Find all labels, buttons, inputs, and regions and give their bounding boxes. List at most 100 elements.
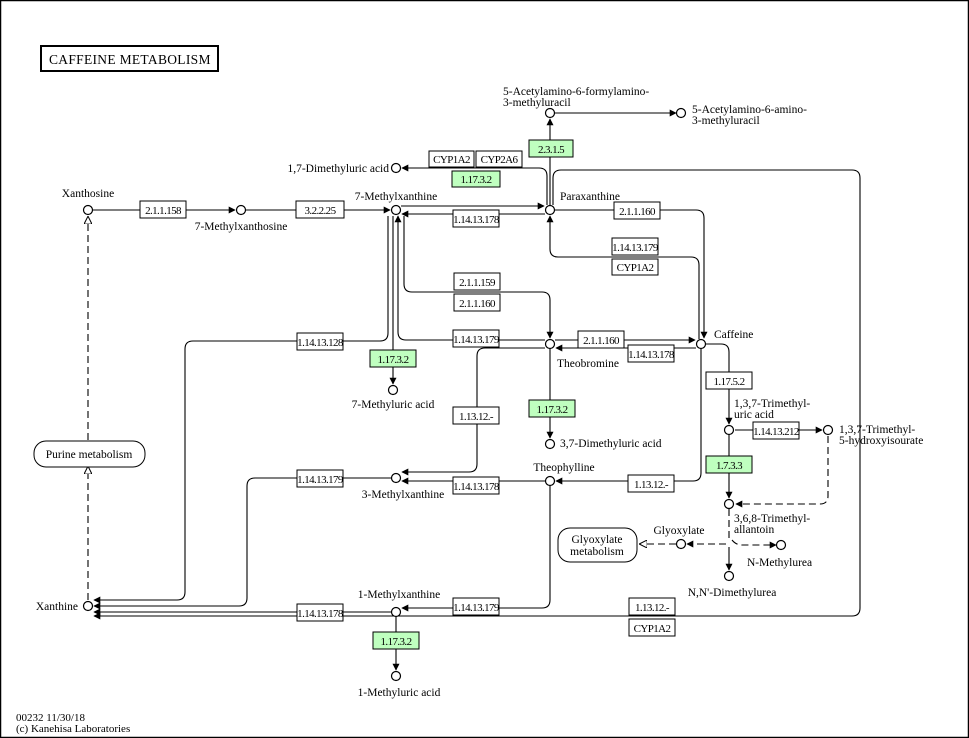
enzyme-label: 1.7.3.3 xyxy=(716,460,743,472)
compound-node-circle[interactable] xyxy=(387,384,399,396)
enzyme-box-1-14-13-178[interactable]: 1.14.13.178 xyxy=(452,209,501,228)
enzyme-label: 2.1.1.159 xyxy=(459,277,496,289)
compound-theobromine[interactable]: Theobromine xyxy=(544,338,619,371)
enzyme-box-1-14-13-178[interactable]: 1.14.13.178 xyxy=(296,603,345,622)
compound-1-methylxanthine[interactable]: 1-Methylxanthine xyxy=(358,589,440,618)
compound-node-circle[interactable] xyxy=(723,570,735,582)
compound-node-circle[interactable] xyxy=(675,538,687,550)
map-link-purine-metabolism[interactable]: Purine metabolism xyxy=(33,440,146,468)
enzyme-box-rect xyxy=(295,200,345,219)
compound-node-circle[interactable] xyxy=(82,600,94,612)
enzyme-box-2-3-1-5[interactable]: 2.3.1.5 xyxy=(528,139,574,158)
compound-3-7-dimethyluric-acid[interactable]: 3,7-Dimethyluric acid xyxy=(544,438,662,450)
compound-node-circle[interactable] xyxy=(544,475,556,487)
enzyme-box-1-14-13-179[interactable]: 1.14.13.179 xyxy=(452,597,501,616)
compound-node-circle[interactable] xyxy=(390,162,402,174)
compound-label: allantoin xyxy=(734,524,774,536)
compound-node-circle[interactable] xyxy=(723,424,735,436)
enzyme-box-2-1-1-158[interactable]: 2.1.1.158 xyxy=(139,200,187,219)
compound-node-circle[interactable] xyxy=(82,204,94,216)
compound-node-circle[interactable] xyxy=(544,204,556,216)
compound-7-methyluric-acid[interactable]: 7-Methyluric acid xyxy=(352,384,435,412)
compound-label: 7-Methylxanthine xyxy=(355,191,437,203)
compound-node-circle[interactable] xyxy=(544,338,556,350)
enzyme-box-cyp2a6[interactable]: CYP2A6 xyxy=(475,150,523,168)
compound-1-methyluric-acid[interactable]: 1-Methyluric acid xyxy=(358,670,441,700)
compound-theophylline[interactable]: Theophylline xyxy=(533,462,595,487)
enzyme-box-3-2-2-25[interactable]: 3.2.2.25 xyxy=(295,200,345,219)
enzyme-label: CYP1A2 xyxy=(617,262,654,274)
copyright: (c) Kanehisa Laboratories xyxy=(16,723,130,735)
enzyme-box-1-14-13-179[interactable]: 1.14.13.179 xyxy=(452,329,501,348)
enzyme-box-1-13-12-[interactable]: 1.13.12.- xyxy=(627,474,675,493)
compound-3-methylxanthine[interactable]: 3-Methylxanthine xyxy=(362,472,444,502)
enzyme-box-1-14-13-128[interactable]: 1.14.13.128 xyxy=(296,332,345,351)
compound-7-methylxanthosine[interactable]: 7-Methylxanthosine xyxy=(195,204,288,234)
compound-node-circle[interactable] xyxy=(822,424,834,436)
compound-label: Paraxanthine xyxy=(560,191,620,203)
enzyme-label: 1.14.13.179 xyxy=(612,242,659,254)
enzyme-box-1-7-3-3[interactable]: 1.7.3.3 xyxy=(705,455,753,474)
enzyme-label: 1.14.13.178 xyxy=(453,214,500,226)
compound-5-acetylamino-6-amino-3-methyluracil[interactable]: 5-Acetylamino-6-amino-3-methyluracil xyxy=(675,104,808,127)
map-link-label: Purine metabolism xyxy=(46,449,133,461)
edge-7-methylxanthine-theobromine xyxy=(403,216,554,339)
enzyme-box-1-14-13-178[interactable]: 1.14.13.178 xyxy=(452,476,501,495)
enzyme-label: 1.17.3.2 xyxy=(461,174,492,186)
enzyme-box-cyp1a2[interactable]: CYP1A2 xyxy=(611,258,659,276)
compound-caffeine[interactable]: Caffeine xyxy=(695,329,754,350)
enzyme-label: 2.1.1.158 xyxy=(145,205,182,217)
enzyme-box-2-1-1-160[interactable]: 2.1.1.160 xyxy=(613,201,661,220)
enzyme-box-2-1-1-160[interactable]: 2.1.1.160 xyxy=(577,330,625,349)
enzyme-box-1-14-13-212[interactable]: 1.14.13.212 xyxy=(752,421,800,440)
enzyme-box-1-17-3-2[interactable]: 1.17.3.2 xyxy=(372,631,420,650)
map-id-date: 00232 11/30/18 xyxy=(16,712,85,724)
compound-node-circle[interactable] xyxy=(695,338,707,350)
compound-node-circle[interactable] xyxy=(544,438,556,450)
enzyme-box-2-1-1-159[interactable]: 2.1.1.159 xyxy=(453,272,501,291)
enzyme-box-2-1-1-160[interactable]: 2.1.1.160 xyxy=(453,293,501,312)
compound-node-circle[interactable] xyxy=(390,472,402,484)
compound-n-n-dimethylurea[interactable]: N,N'-Dimethylurea xyxy=(688,570,777,600)
compound-node-circle[interactable] xyxy=(390,670,402,682)
enzyme-box-1-17-3-2[interactable]: 1.17.3.2 xyxy=(451,170,501,188)
edge-paraxanthine-1-7-dimethyluric-acid xyxy=(401,164,548,205)
compound-5-acetylamino-6-formylamino-3-methyluracil[interactable]: 5-Acetylamino-6-formylamino-3-methylurac… xyxy=(503,86,649,119)
enzyme-box-1-14-13-179[interactable]: 1.14.13.179 xyxy=(296,469,345,488)
enzyme-box-1-13-12-[interactable]: 1.13.12.- xyxy=(628,597,676,616)
compound-paraxanthine[interactable]: Paraxanthine xyxy=(544,191,621,216)
enzyme-label: 1.14.13.179 xyxy=(297,474,344,486)
compound-label: Theophylline xyxy=(533,462,594,474)
compound-xanthine[interactable]: Xanthine xyxy=(36,600,94,613)
enzyme-box-1-17-3-2[interactable]: 1.17.3.2 xyxy=(369,349,417,368)
compound-1-7-dimethyluric-acid[interactable]: 1,7-Dimethyluric acid xyxy=(287,162,402,175)
compound-xanthosine[interactable]: Xanthosine xyxy=(62,188,114,216)
enzyme-box-cyp1a2[interactable]: CYP1A2 xyxy=(428,150,475,168)
edge-caffeine-loop xyxy=(93,169,861,620)
enzyme-box-1-13-12-[interactable]: 1.13.12.- xyxy=(452,406,500,425)
compound-node-circle[interactable] xyxy=(390,204,402,216)
enzyme-label: 1.14.13.212 xyxy=(753,426,799,438)
compound-node-circle[interactable] xyxy=(775,539,787,551)
compound-3-6-8-trimethylallantoin[interactable]: 3,6,8-Trimethyl-allantoin xyxy=(723,498,811,537)
compound-glyoxylate[interactable]: Glyoxylate xyxy=(653,525,705,550)
compound-node-circle[interactable] xyxy=(675,107,687,119)
enzyme-box-cyp1a2[interactable]: CYP1A2 xyxy=(628,618,676,637)
enzyme-box-1-14-13-178[interactable]: 1.14.13.178 xyxy=(627,344,676,363)
enzyme-box-rect xyxy=(577,330,625,349)
compound-node-circle[interactable] xyxy=(235,204,247,216)
map-link-glyoxylate-metabolism[interactable]: Glyoxylate metabolism xyxy=(557,527,638,563)
enzyme-box-1-17-5-2[interactable]: 1.17.5.2 xyxy=(705,371,753,390)
enzyme-box-1-14-13-179[interactable]: 1.14.13.179 xyxy=(611,237,660,256)
compound-node-circle[interactable] xyxy=(390,606,402,618)
compound-node-circle[interactable] xyxy=(544,107,556,119)
compound-1-3-7-trimethyluric-acid[interactable]: 1,3,7-Trimethyl-uric acid xyxy=(723,398,811,436)
compound-node-circle[interactable] xyxy=(723,498,735,510)
compound-n-methylurea[interactable]: N-Methylurea xyxy=(747,539,812,570)
enzyme-box-1-17-3-2[interactable]: 1.17.3.2 xyxy=(528,399,576,418)
reaction-edges xyxy=(88,109,861,671)
compound-1-3-7-trimethyl-5-hydroxyisourate[interactable]: 1,3,7-Trimethyl-5-hydroxyisourate xyxy=(822,424,924,447)
enzyme-box-rect xyxy=(611,258,659,276)
compound-7-methylxanthine[interactable]: 7-Methylxanthine xyxy=(355,191,437,216)
enzyme-label: 1.13.12.- xyxy=(634,479,669,491)
